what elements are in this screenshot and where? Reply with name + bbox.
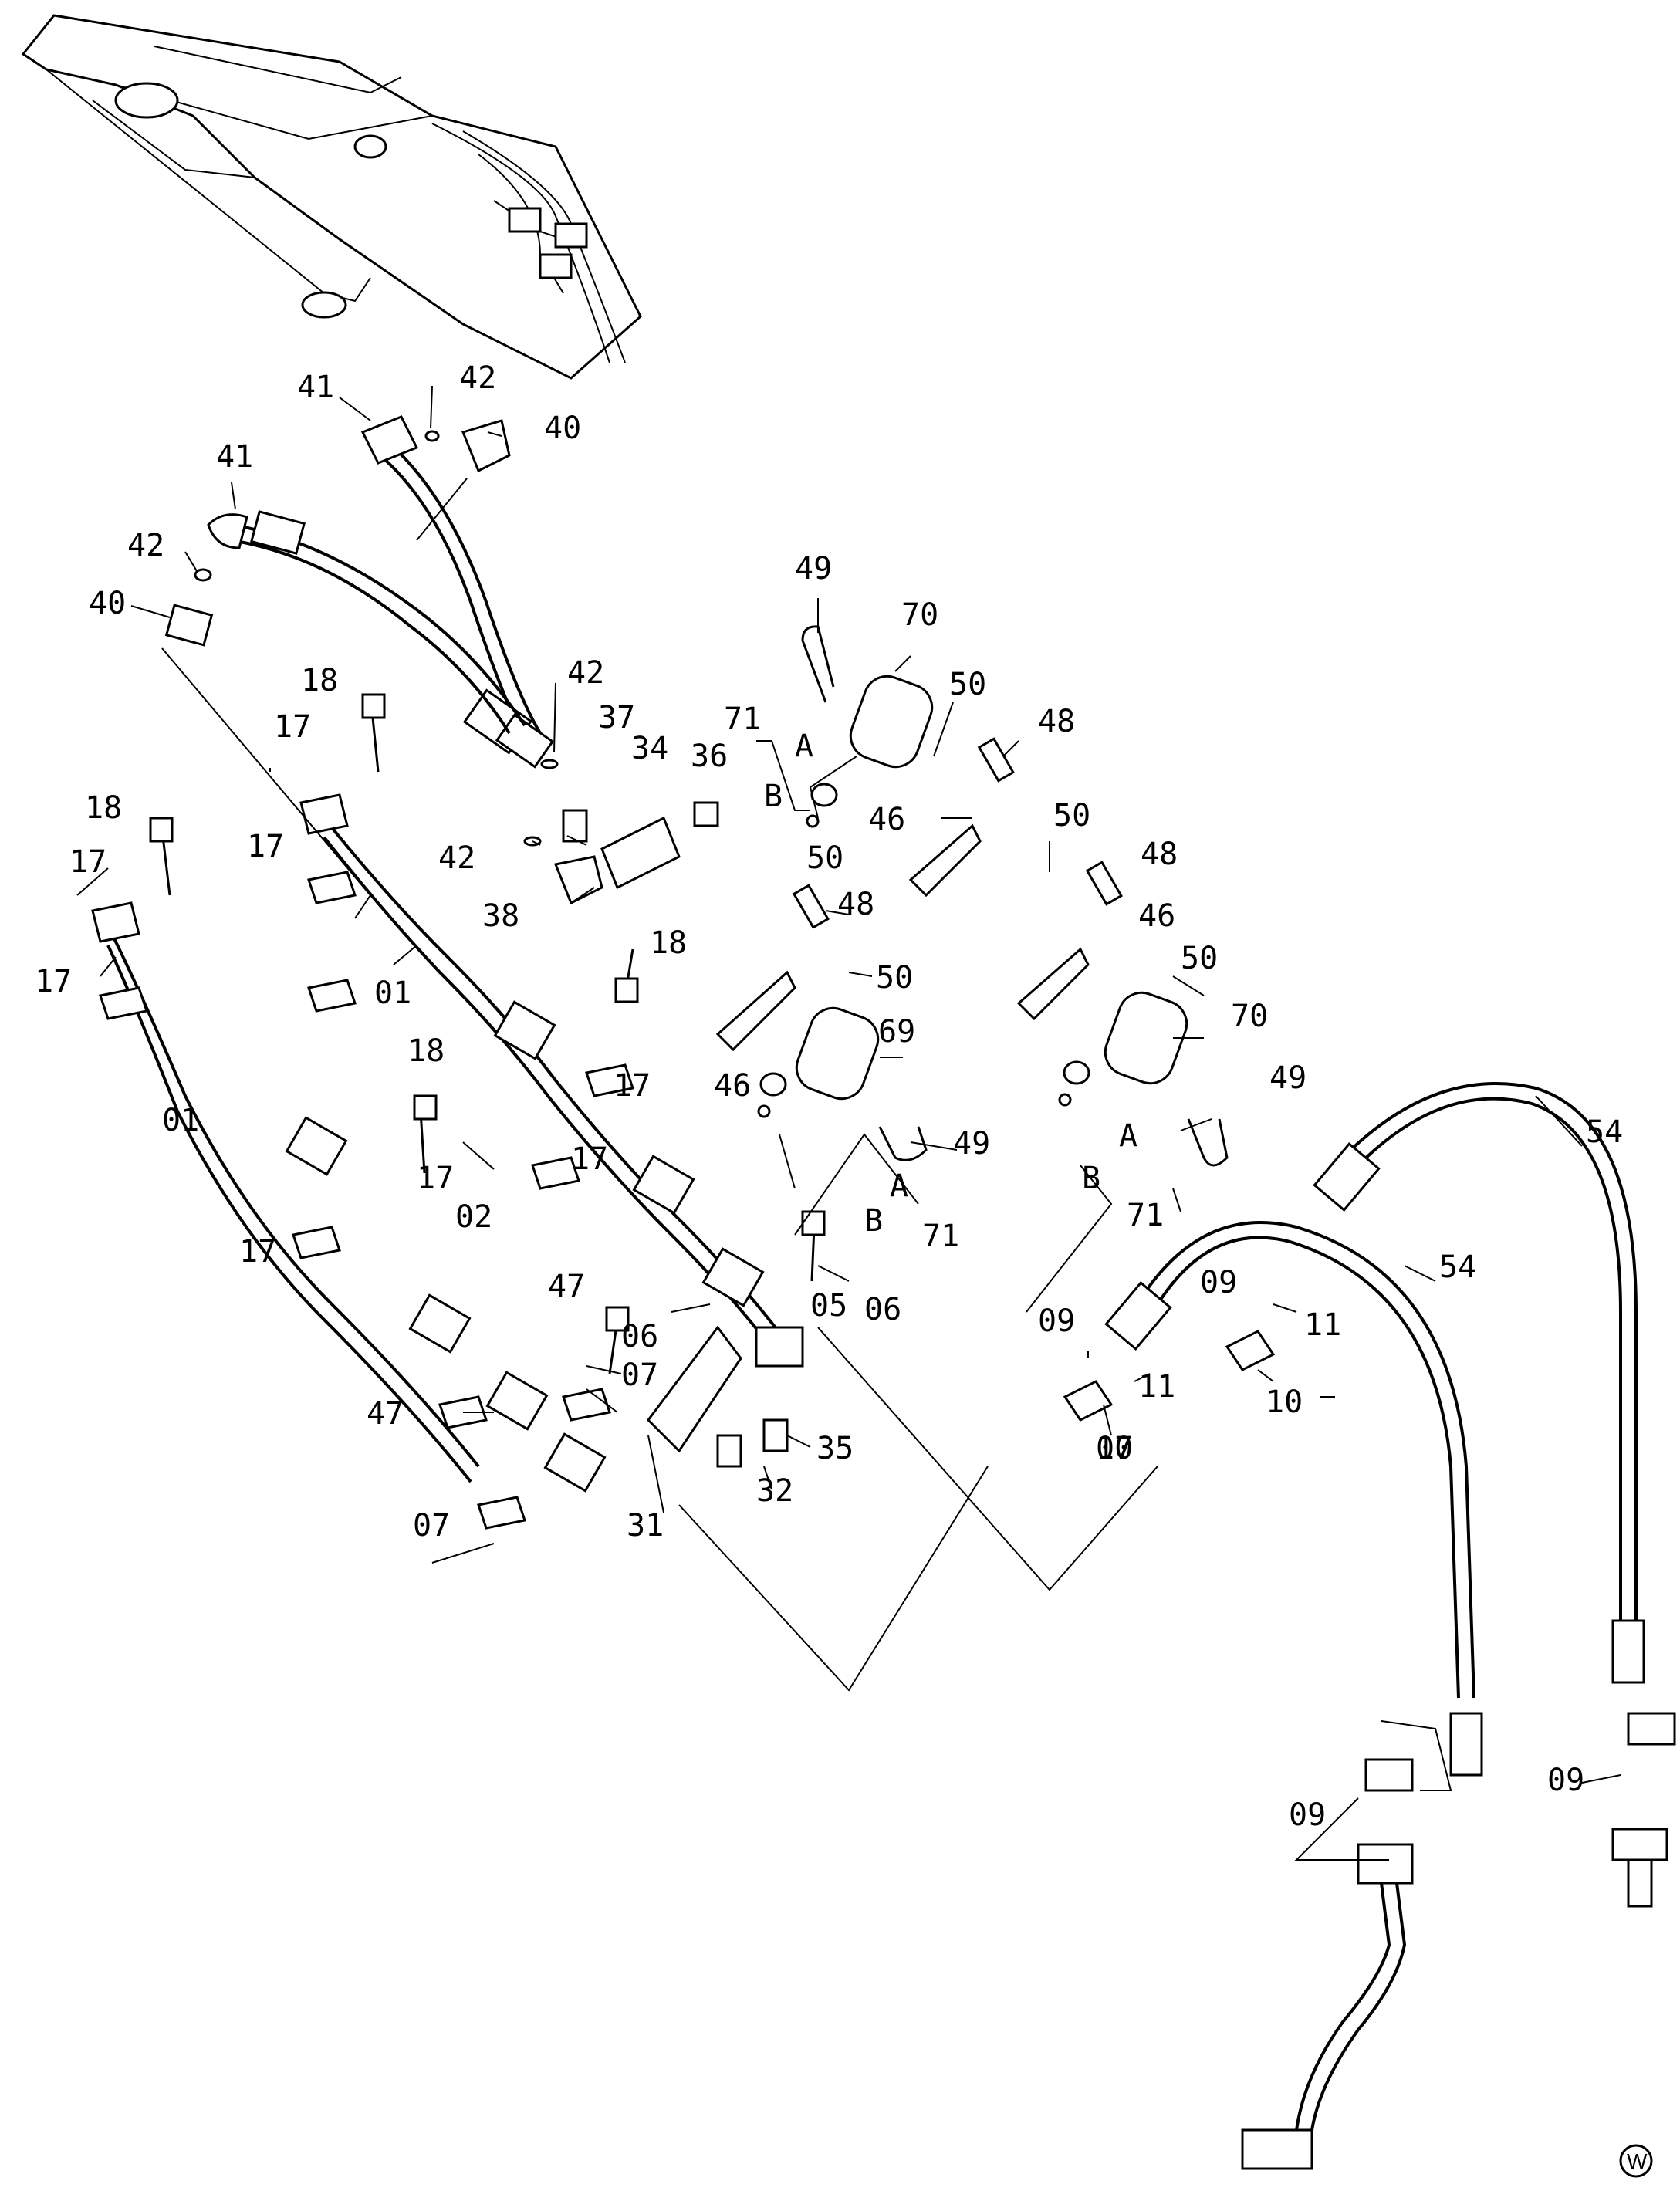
part-label: 69 [878,1014,915,1050]
part-label: 47 [548,1269,585,1304]
part-label: 42 [459,360,496,396]
part-label: 41 [216,439,253,475]
part-label: 09 [1547,1763,1584,1798]
part-label: 54 [1586,1114,1623,1150]
part-label: 35 [816,1431,854,1466]
clamp-parts [99,693,826,1530]
part-label: 09 [1289,1797,1326,1833]
part-label: 17 [35,964,72,999]
leader-lines [76,385,1621,1861]
part-label: 07 [621,1358,658,1393]
part-label: 18 [407,1033,445,1069]
part-label: 17 [247,829,284,864]
part-label: 11 [1304,1307,1341,1343]
part-label: 46 [714,1068,751,1104]
part-label: 02 [455,1199,492,1235]
part-label: 50 [806,840,843,876]
part-label: 10 [1096,1431,1133,1466]
part-label: 10 [1266,1385,1303,1420]
part-label: B [1082,1161,1100,1196]
part-label: 11 [1138,1369,1175,1405]
part-label: 31 [627,1508,664,1544]
part-label: 42 [438,840,475,876]
corner-mark: W [1619,2144,1653,2178]
part-label: 40 [89,586,126,621]
part-label: B [764,779,783,814]
part-label: 34 [631,731,668,766]
part-label: 40 [544,411,581,446]
part-label: 06 [621,1319,658,1354]
part-label: 05 [810,1288,847,1324]
part-label: 46 [1138,898,1175,934]
pipe-01-middle [299,793,789,1360]
hoses-54 [1104,1082,1645,1777]
part-label: 32 [756,1473,793,1509]
block-34-assembly [523,759,719,905]
part-label: 49 [1269,1060,1306,1096]
part-label: 09 [1038,1303,1075,1339]
part-label: 50 [1181,941,1218,976]
part-label: 06 [864,1292,901,1327]
part-label: 17 [571,1141,608,1177]
part-label: 09 [1200,1265,1237,1300]
part-label: 17 [69,844,106,880]
part-label: 17 [417,1161,454,1196]
part-label: 71 [1127,1198,1164,1233]
part-label: 42 [567,655,604,691]
bracket-31-assembly [647,1325,804,1468]
part-label: 48 [1038,704,1075,739]
part-label: 47 [367,1396,404,1432]
part-label: 71 [724,702,761,737]
part-label: 50 [876,960,913,996]
accumulators [757,625,1229,1167]
part-label: 50 [1053,798,1090,833]
part-label: 49 [953,1126,990,1161]
part-label: 48 [1141,837,1178,872]
part-label: 70 [901,597,938,633]
part-label: 18 [301,663,338,698]
part-labels: 41 42 40 41 42 40 18 17 17 42 37 34 36 4… [35,360,1623,1833]
part-label: 17 [274,709,311,745]
part-label: 18 [650,925,687,961]
brackets-46 [715,737,1123,1052]
part-label: 38 [482,898,519,934]
part-label: 41 [297,370,334,405]
part-label: 70 [1231,999,1268,1034]
part-label: 07 [413,1508,450,1544]
part-label: B [864,1203,883,1239]
part-label: 17 [614,1068,651,1104]
part-label: 71 [922,1219,959,1254]
part-label: 07 [1096,1431,1133,1466]
part-label: 01 [162,1103,199,1138]
corner-mark-label: W [1627,2149,1648,2173]
part-label: 18 [85,790,122,826]
part-label: 42 [127,528,164,563]
part-label: 01 [374,975,411,1011]
lower-flanges [1063,1330,1676,2170]
hose-41-group [164,415,555,769]
part-label: 54 [1439,1249,1476,1285]
part-label: A [890,1168,908,1204]
boom-assembly [21,14,642,380]
part-label: 48 [837,887,874,922]
part-label: 50 [949,667,986,702]
part-label: 37 [598,700,635,735]
part-label: 36 [691,739,728,774]
part-label: 49 [795,551,832,587]
part-label: A [795,729,813,764]
part-label: 17 [239,1234,276,1270]
part-label: 46 [868,802,905,837]
part-label: A [1119,1118,1137,1154]
